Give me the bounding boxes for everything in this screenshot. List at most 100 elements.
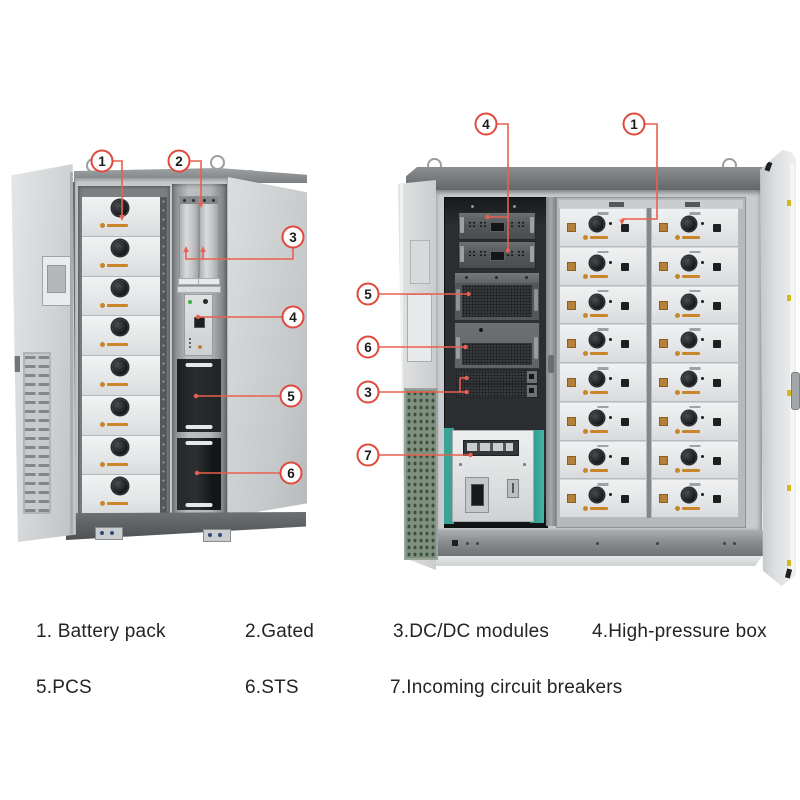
orange-connector-icon (567, 223, 576, 232)
callout-7-right: 7 (356, 443, 473, 467)
indicator-dot-icon (609, 260, 612, 264)
orange-connector-icon (659, 378, 668, 387)
svg-text:4: 4 (289, 310, 297, 325)
fan-icon (112, 398, 128, 415)
indicator-dot-icon (609, 493, 612, 497)
fan-icon (590, 333, 604, 348)
svg-text:4: 4 (482, 117, 490, 132)
fan-icon (112, 319, 128, 336)
legend-item-high-pressure-box: 4.High-pressure box (592, 621, 767, 642)
gated-module (178, 196, 200, 286)
fan-icon (590, 488, 604, 503)
battery-pack (651, 208, 739, 247)
indicator-dot-icon (701, 260, 704, 264)
dcdc-module (456, 370, 538, 384)
fan-icon (590, 449, 604, 464)
black-connector-icon (621, 379, 629, 387)
pack-label (689, 328, 701, 331)
battery-pack (559, 208, 647, 247)
pack-label (597, 483, 609, 486)
brand-logo-icon (675, 467, 700, 473)
brand-logo-icon (675, 390, 700, 395)
battery-center-rail (647, 208, 651, 518)
indicator-orange-icon (198, 345, 202, 349)
legend-item-battery-pack: 1. Battery pack (36, 621, 166, 642)
pack-label (597, 444, 609, 447)
battery-pack (82, 236, 160, 277)
legend-item-pcs: 5.PCS (36, 677, 92, 698)
orange-connector-icon (659, 223, 668, 232)
fan-icon (112, 279, 128, 296)
battery-pack (82, 356, 160, 396)
right-cabinet-right-door (760, 150, 796, 586)
left-cabinet (0, 0, 330, 560)
orange-connector-icon (567, 455, 576, 465)
orange-connector-icon (567, 300, 576, 310)
pack-label (597, 212, 609, 215)
left-battery-stack (82, 197, 160, 515)
legend-item-sts: 6.STS (245, 677, 299, 698)
brand-logo-icon (583, 506, 608, 512)
pack-label (689, 289, 701, 292)
door-vent-filter (404, 388, 438, 560)
svg-text:2: 2 (175, 154, 183, 169)
black-connector-icon (621, 224, 629, 232)
fan-icon (682, 333, 696, 348)
orange-connector-icon (659, 261, 668, 271)
black-connector-icon (713, 301, 721, 310)
svg-text:3: 3 (289, 230, 297, 245)
orange-connector-icon (659, 300, 668, 310)
fan-icon (590, 217, 604, 231)
battery-pack (651, 285, 739, 325)
fan-icon (682, 372, 696, 386)
battery-pack (82, 435, 160, 476)
indicator-dot-icon (609, 454, 612, 458)
svg-text:7: 7 (364, 448, 372, 463)
callout-1-right: 1 (619, 112, 658, 225)
pack-label (597, 405, 609, 409)
indicator-dot-icon (701, 222, 704, 225)
black-connector-icon (713, 495, 721, 504)
fan-icon (590, 410, 604, 425)
brand-logo-icon (100, 342, 128, 348)
battery-pack (559, 363, 647, 402)
black-connector-icon (713, 224, 721, 232)
led-green-icon (188, 300, 192, 304)
battery-pack (559, 285, 647, 325)
indicator-dot-icon (609, 222, 612, 225)
fan-icon (590, 255, 604, 270)
pcs-module (454, 272, 540, 321)
orange-connector-icon (567, 261, 576, 271)
pack-label (689, 444, 701, 447)
indicator-dot-icon (701, 454, 704, 458)
battery-pack (82, 316, 160, 356)
black-connector-icon (621, 495, 629, 504)
indicator-dot-icon (609, 415, 612, 419)
module-shelf (177, 286, 221, 293)
pack-label (689, 367, 701, 370)
indicator-dot-icon (701, 493, 704, 497)
fan-icon (682, 294, 696, 309)
indicator-dot-icon (701, 338, 704, 342)
cabinet-skirt (424, 556, 762, 566)
orange-connector-icon (567, 378, 576, 387)
sts-module (177, 438, 221, 510)
black-connector-icon (713, 262, 721, 271)
brand-logo-icon (100, 262, 128, 268)
fan-icon (682, 217, 696, 231)
battery-pack (651, 246, 739, 286)
brand-logo-icon (100, 223, 128, 228)
brand-logo-icon (583, 273, 608, 279)
battery-pack (559, 440, 647, 480)
high-pressure-box (458, 241, 536, 269)
battery-pack (559, 479, 647, 518)
brand-logo-icon (100, 501, 128, 507)
high-pressure-box-module (184, 294, 213, 356)
teal-duct (444, 428, 454, 524)
breaker-switch (465, 477, 489, 513)
battery-pack (651, 479, 739, 518)
battery-pack (651, 324, 739, 363)
svg-text:6: 6 (287, 466, 295, 481)
battery-pack (651, 401, 739, 441)
fan-icon (682, 488, 696, 503)
